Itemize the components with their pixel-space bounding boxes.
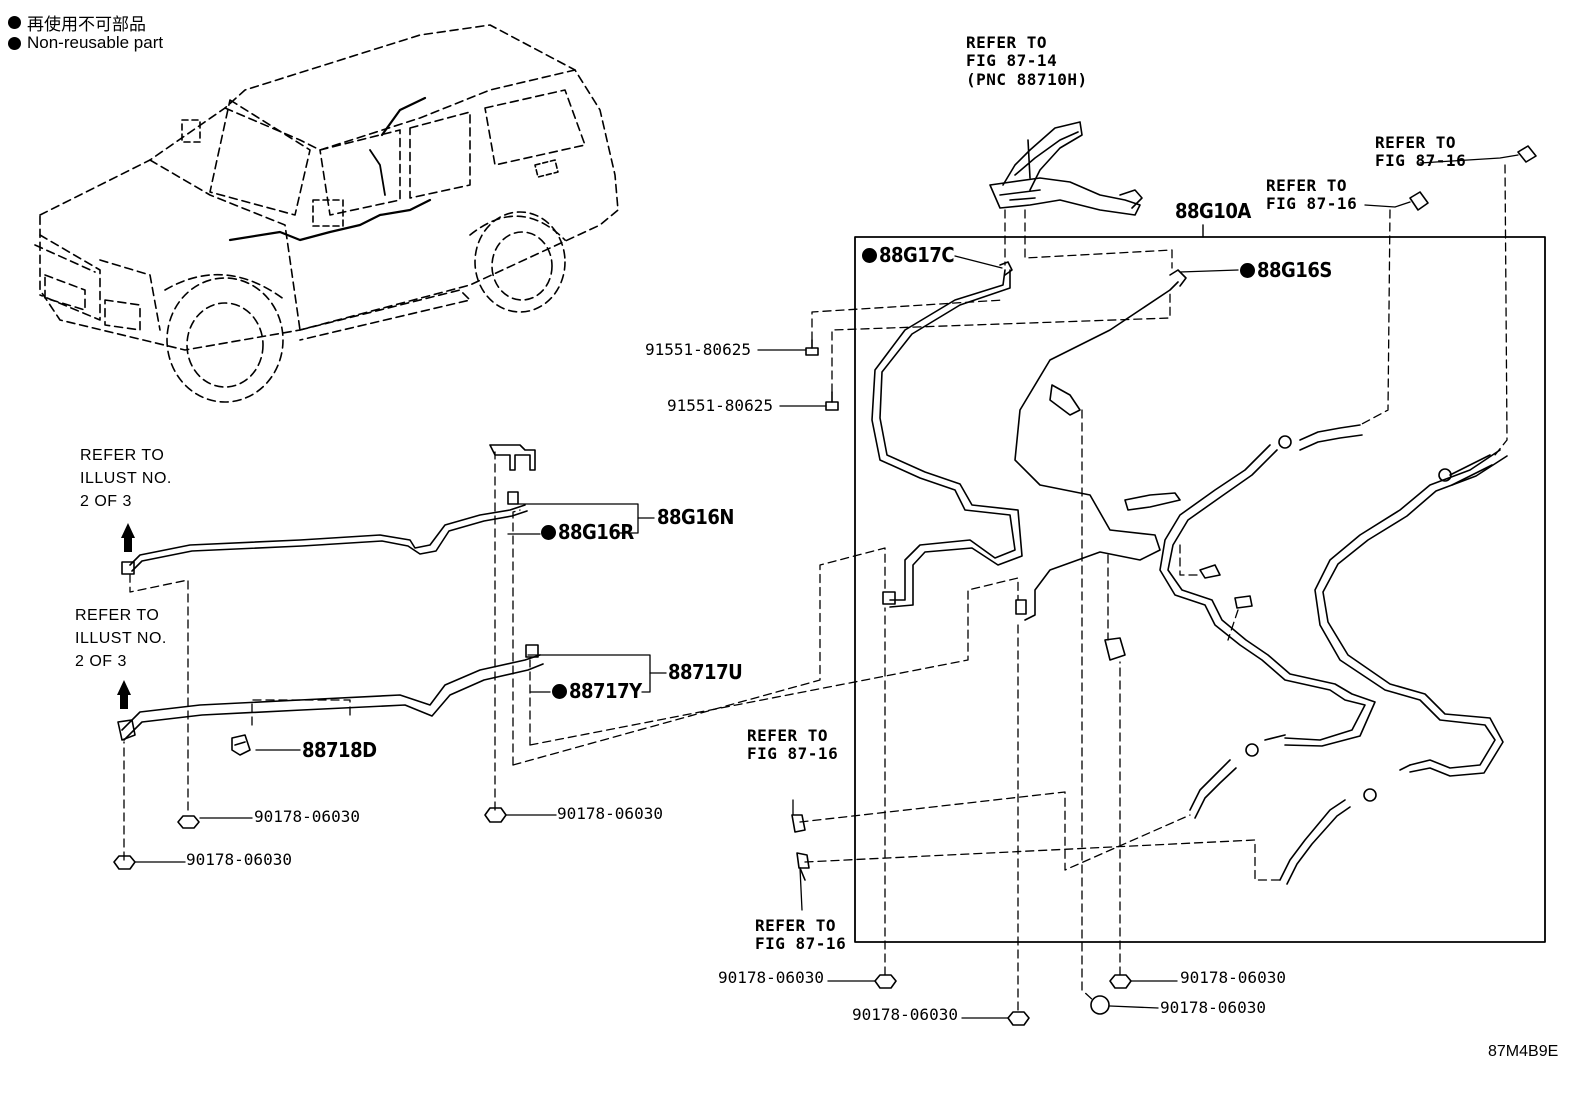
bullet-icon bbox=[8, 36, 21, 50]
pn-bolt-upper[interactable]: 91551-80625 bbox=[645, 340, 751, 359]
part-88G17C[interactable]: 88G17C bbox=[862, 244, 955, 267]
pn-nut-a[interactable]: 90178-06030 bbox=[254, 807, 360, 826]
pn-nut-e[interactable]: 90178-06030 bbox=[852, 1005, 958, 1024]
legend-jp: 再使用不可部品 bbox=[8, 10, 146, 35]
arrow-up-lower bbox=[117, 680, 131, 709]
refer-fig-87-14[interactable]: REFER TO FIG 87-14 (PNC 88710H) bbox=[966, 33, 1088, 89]
bolt-lower-icon bbox=[825, 391, 839, 411]
bullet-icon bbox=[8, 16, 21, 29]
bolt-upper-icon bbox=[805, 339, 819, 356]
part-88718D[interactable]: 88718D bbox=[302, 738, 377, 762]
refer-fig-87-16-mid-left[interactable]: REFER TO FIG 87-16 bbox=[747, 726, 839, 764]
part-88717U[interactable]: 88717U bbox=[668, 660, 743, 684]
legend-en-text: Non-reusable part bbox=[27, 33, 164, 52]
refer-fig-87-16-top-mid[interactable]: REFER TO FIG 87-16 bbox=[1266, 176, 1358, 214]
part-88G16R[interactable]: 88G16R bbox=[541, 521, 634, 544]
illustration-code: 87M4B9E bbox=[1488, 1043, 1559, 1060]
part-88G16S[interactable]: 88G16S bbox=[1240, 259, 1332, 282]
refer-fig-87-16-top-right[interactable]: REFER TO FIG 87-16 bbox=[1375, 133, 1467, 171]
hose-bracket-top bbox=[989, 121, 1143, 216]
pn-nut-f[interactable]: 90178-06030 bbox=[1180, 968, 1286, 987]
legend-jp-text: 再使用不可部品 bbox=[27, 15, 146, 34]
refer-fig-87-16-low-left[interactable]: REFER TO FIG 87-16 bbox=[755, 916, 847, 954]
vehicle-illustration bbox=[34, 24, 619, 403]
part-88717Y[interactable]: 88717Y bbox=[552, 680, 642, 703]
pn-bolt-lower[interactable]: 91551-80625 bbox=[667, 396, 773, 415]
legend-en: Non-reusable part bbox=[8, 33, 163, 53]
refer-illust-lower[interactable]: REFER TO ILLUST NO. 2 OF 3 bbox=[75, 607, 167, 671]
part-88G10A[interactable]: 88G10A bbox=[1175, 199, 1251, 223]
assembly-frame-88G10A bbox=[854, 236, 1546, 943]
pn-nut-b[interactable]: 90178-06030 bbox=[557, 804, 663, 823]
pn-nut-c[interactable]: 90178-06030 bbox=[186, 850, 292, 869]
refer-illust-upper[interactable]: REFER TO ILLUST NO. 2 OF 3 bbox=[80, 447, 172, 511]
arrow-up-upper bbox=[121, 523, 135, 552]
part-88G16N[interactable]: 88G16N bbox=[657, 505, 734, 529]
pn-nut-g[interactable]: 90178-06030 bbox=[1160, 998, 1266, 1017]
pn-nut-d[interactable]: 90178-06030 bbox=[718, 968, 824, 987]
